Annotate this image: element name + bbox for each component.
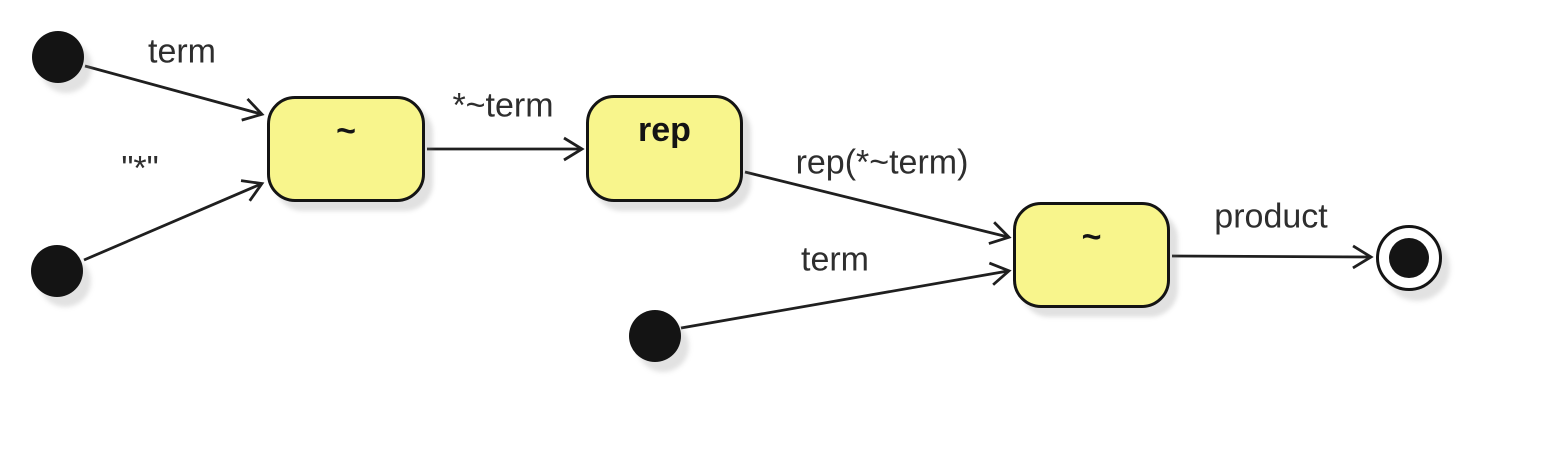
final-state-dot-icon (1389, 238, 1429, 278)
final-state-node (1376, 225, 1442, 291)
state-label-tilde-2: ~ (1081, 218, 1102, 256)
state-label-tilde-1: ~ (336, 112, 356, 150)
state-node-tilde-1: ~ (267, 96, 425, 202)
transition-arrow-tilde2-to-final (1171, 244, 1374, 270)
state-node-tilde-2: ~ (1013, 202, 1170, 308)
transition-label-product: product (1214, 197, 1328, 236)
transition-arrow-initial2-to-tilde1 (83, 179, 265, 262)
initial-state-node-1 (32, 31, 84, 83)
transition-label-term-1: term (148, 32, 216, 71)
transition-label-star-tilde-term: *~term (452, 86, 554, 125)
transition-label-quoted-star: "*" (121, 149, 159, 188)
transition-label-rep-star-tilde-term: rep(*~term) (795, 143, 969, 182)
state-label-rep: rep (638, 111, 691, 149)
initial-state-node-3 (629, 310, 681, 362)
transition-arrow-initial1-to-tilde1 (84, 64, 265, 122)
initial-state-node-2 (31, 245, 83, 297)
transition-label-term-2: term (801, 240, 869, 279)
state-node-rep: rep (586, 95, 743, 202)
transition-arrow-rep-to-tilde2 (744, 170, 1012, 245)
transition-arrow-initial3-to-tilde2 (680, 261, 1012, 330)
